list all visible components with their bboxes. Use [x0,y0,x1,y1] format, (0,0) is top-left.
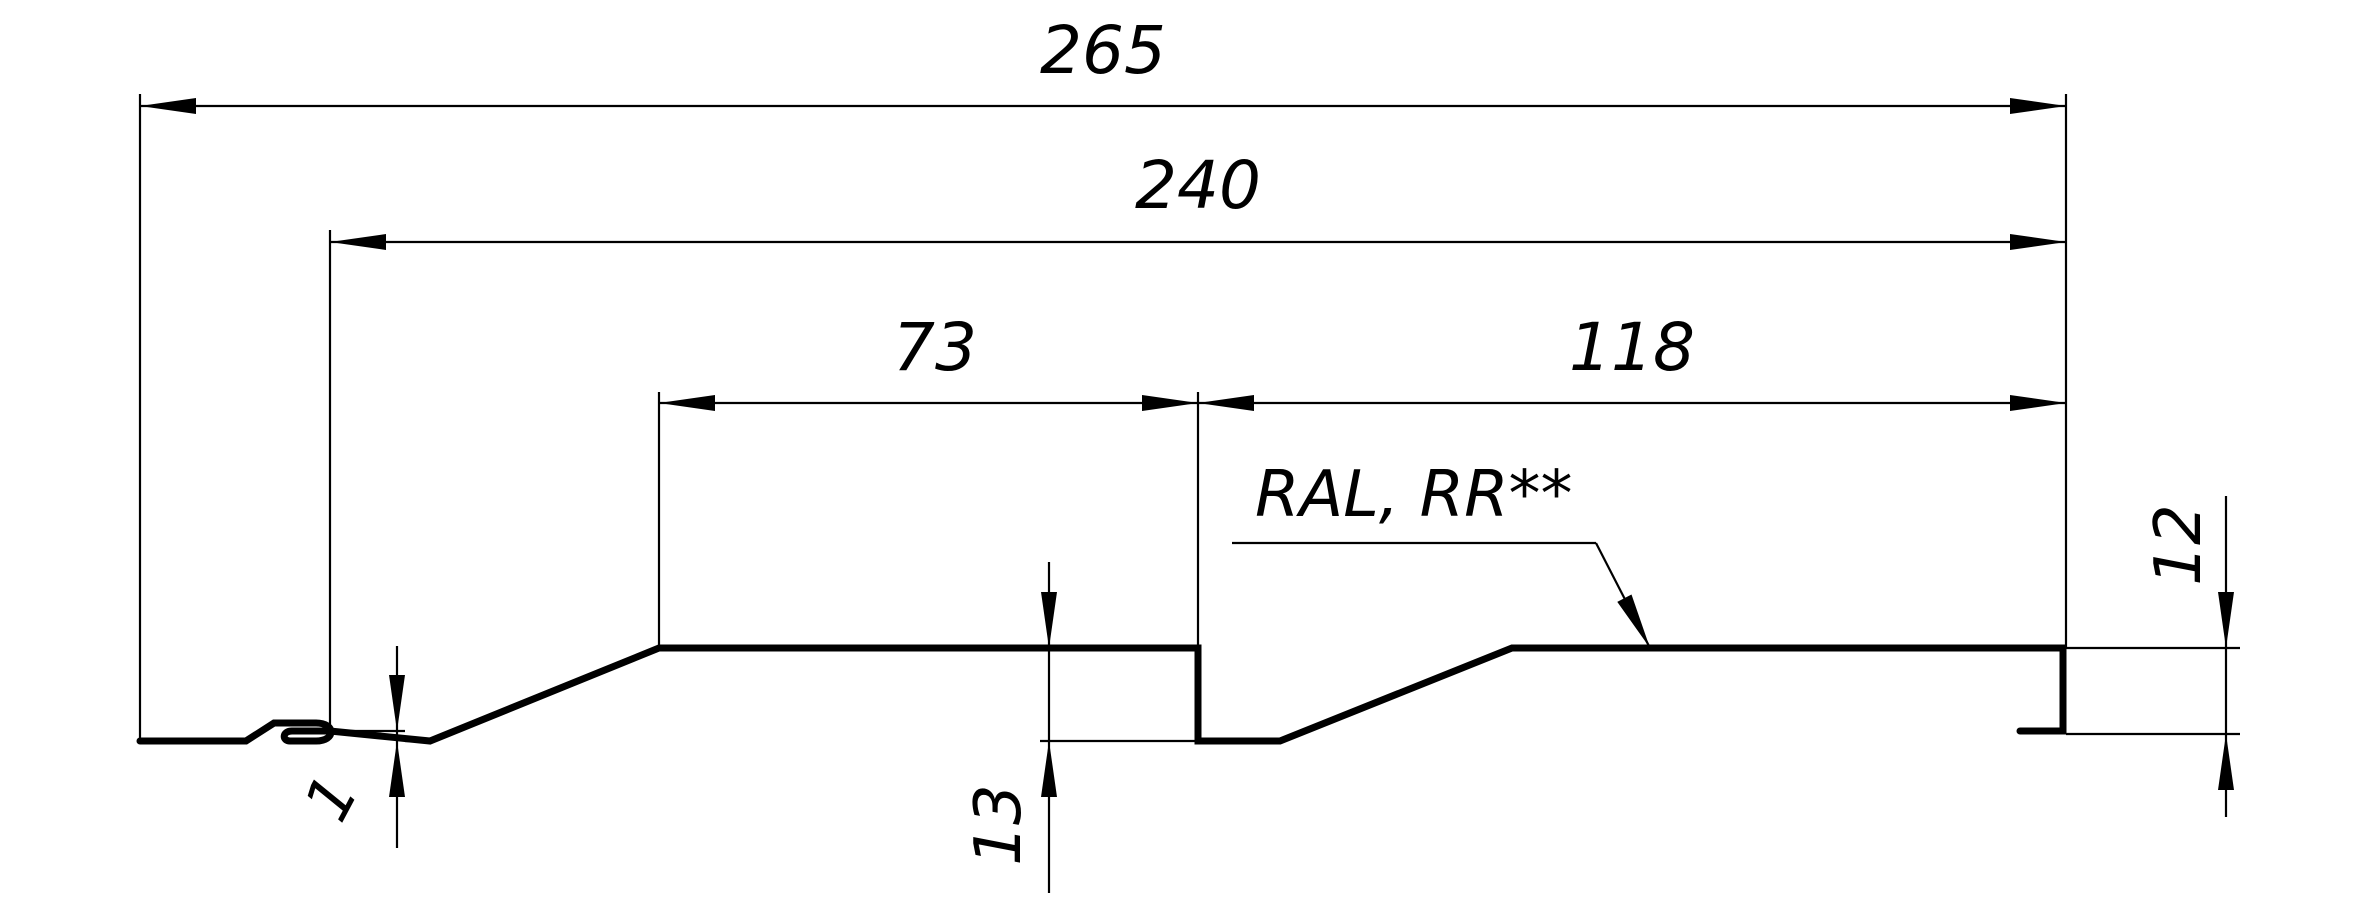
arrow-240-left [330,234,386,250]
coating-leader [1232,541,1658,652]
dimension-lines [140,104,2228,893]
profile-outline [136,644,2067,745]
dim-label-265: 265 [1040,12,1166,89]
coating-label: RAL, RR** [1255,458,1573,532]
arrow-12-top [2218,592,2234,648]
arrow-118-left [1198,395,1254,411]
arrow-118-right [2010,395,2066,411]
dim-label-13: 13 [962,784,1036,865]
arrow-13-top [1041,592,1057,648]
leader-arrowhead [1617,594,1658,652]
arrow-73-left [659,395,715,411]
dim-label-12: 12 [2142,504,2216,585]
dim-label-1: 1 [290,763,373,832]
arrow-1-bottom [389,741,405,797]
arrow-12-bottom [2218,734,2234,790]
arrow-13-bottom [1041,741,1057,797]
arrow-240-right [2010,234,2066,250]
arrow-1-top [389,675,405,731]
extension-lines [138,94,2240,743]
dim-label-73: 73 [893,309,977,386]
arrow-265-left [140,98,196,114]
dim-label-240: 240 [1135,147,1261,224]
profile-section [136,644,2067,745]
arrow-265-right [2010,98,2066,114]
dim-label-118: 118 [1569,309,1695,386]
arrow-73-right [1142,395,1198,411]
